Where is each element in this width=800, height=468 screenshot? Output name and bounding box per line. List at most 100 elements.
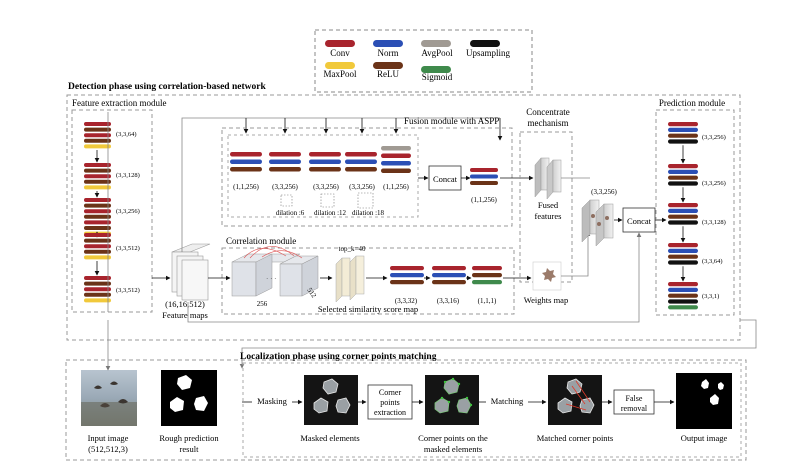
detection-phase-frame bbox=[66, 94, 741, 341]
masking-label: Masking bbox=[257, 396, 288, 406]
corr-conv-1-norm-1 bbox=[390, 273, 424, 278]
fe-block-1-relu-1 bbox=[84, 127, 111, 132]
similarity-caption: Selected similarity score map bbox=[318, 304, 418, 314]
matched-lines bbox=[565, 380, 591, 411]
prediction-blocks bbox=[668, 122, 698, 310]
fusion-branch-1-norm-1 bbox=[230, 159, 262, 164]
fusion-rail bbox=[181, 117, 500, 252]
fe-block-4-conv-2 bbox=[84, 244, 111, 249]
fusion-out-size: (1,1,256) bbox=[471, 196, 497, 204]
fusion-branch-5-relu-3 bbox=[381, 168, 411, 173]
matching-label: Matching bbox=[491, 396, 524, 406]
fusion-branch-4-conv-0 bbox=[345, 152, 377, 157]
fused-features-line1: Fused bbox=[538, 200, 559, 210]
fusion-branch-size-2: (3,3,256) bbox=[272, 183, 298, 191]
fe-block-3-conv-2 bbox=[84, 209, 111, 214]
fusion-output-block bbox=[470, 168, 498, 185]
fe-block-5-relu-1 bbox=[84, 281, 111, 286]
fusion-inner-frame bbox=[227, 134, 419, 218]
masked-elements-shapes bbox=[313, 378, 351, 414]
skip-connection bbox=[187, 232, 642, 323]
false-line2: removal bbox=[621, 404, 648, 413]
pred-block-1-conv-0 bbox=[668, 122, 698, 127]
corner-box-line1: Corner bbox=[379, 388, 402, 397]
pred-block-3-conv-0 bbox=[668, 203, 698, 208]
fe-block-3-conv-4 bbox=[84, 220, 111, 225]
pred-block-2-upsampling-3 bbox=[668, 181, 698, 186]
fusion-branch-size-3: (3,3,256) bbox=[313, 183, 339, 191]
fe-block-3-relu-5 bbox=[84, 226, 111, 230]
fusion-branch-size-1: (1,1,256) bbox=[233, 183, 259, 191]
corr-size-3: (1,1,1) bbox=[478, 297, 497, 305]
localization-inner-frame bbox=[242, 362, 742, 458]
input-label-line1: Input image bbox=[88, 433, 129, 443]
pred-block-5-sigmoid-4 bbox=[668, 305, 698, 310]
fe-size-3: (3,3,256) bbox=[116, 208, 140, 215]
fusion-branch-3-relu-2 bbox=[309, 167, 341, 172]
corr-conv-1-conv-0 bbox=[390, 266, 424, 271]
corr-size-2: (3,3,16) bbox=[437, 297, 460, 305]
fe-size-5: (3,3,512) bbox=[116, 287, 140, 294]
pred-block-1-upsampling-3 bbox=[668, 139, 698, 144]
legend-swatch-norm bbox=[373, 40, 403, 47]
fe-size-2: (3,3,128) bbox=[116, 172, 140, 179]
correlation-volume: · · · bbox=[231, 246, 319, 297]
pred-size-1: (3,3,256) bbox=[702, 134, 726, 141]
fe-size-4: (3,3,512) bbox=[116, 245, 140, 252]
correlation-frame bbox=[221, 247, 515, 315]
fe-block-1-conv-0 bbox=[84, 122, 111, 126]
legend-swatch-upsampling bbox=[470, 40, 500, 47]
fe-block-5-maxpool-4 bbox=[84, 298, 111, 303]
fusion-branch-3-conv-0 bbox=[309, 152, 341, 157]
weights-map-blob bbox=[542, 268, 556, 282]
fusion-branch-5-avgpool-0 bbox=[381, 146, 411, 151]
pred-block-4-norm-1 bbox=[668, 248, 698, 253]
similarity-score-slabs bbox=[335, 255, 365, 303]
localization-frame bbox=[65, 359, 747, 461]
fused-features-slabs bbox=[534, 157, 562, 200]
corr-conv-2-relu-2 bbox=[432, 280, 466, 285]
fusion-branch-size-4: (3,3,256) bbox=[349, 183, 375, 191]
fe-block-2-maxpool-4 bbox=[84, 185, 111, 190]
correlation-title: Correlation module bbox=[226, 236, 296, 246]
pred-block-3-relu-2 bbox=[668, 214, 698, 219]
detection-to-localization bbox=[239, 319, 757, 369]
fe-block-3-relu-3 bbox=[84, 214, 111, 219]
corr-conv-2-norm-1 bbox=[432, 273, 466, 278]
weighted-feature-slabs bbox=[581, 199, 614, 247]
fusion-branch-2-norm-1 bbox=[269, 159, 301, 164]
legend-swatch-avgpool bbox=[421, 40, 451, 47]
input-image bbox=[81, 370, 137, 426]
pred-size-2: (3,3,256) bbox=[702, 180, 726, 187]
fusion-branch-1-relu-2 bbox=[230, 167, 262, 172]
pred-block-4-relu-2 bbox=[668, 254, 698, 259]
feature-size-labels: (3,3,64) (3,3,128) (3,3,256) (3,3,512) (… bbox=[116, 131, 140, 294]
feature-maps-label: Feature maps bbox=[162, 310, 208, 320]
fusion-branch-2-conv-0 bbox=[269, 152, 301, 157]
fe-block-4-conv-0 bbox=[84, 233, 111, 237]
topk-label: top_k=40 bbox=[339, 245, 366, 253]
fusion-out-norm-1 bbox=[470, 174, 498, 179]
fusion-branch-1-conv-0 bbox=[230, 152, 262, 157]
pred-block-3-norm-1 bbox=[668, 208, 698, 213]
output-shapes bbox=[701, 379, 724, 405]
fused-features-line2: features bbox=[535, 211, 562, 221]
pred-block-5-relu-2 bbox=[668, 293, 698, 298]
rough-label-line1: Rough prediction bbox=[159, 433, 219, 443]
corner-label-line1: Corner points on the bbox=[418, 433, 488, 443]
pred-block-2-norm-1 bbox=[668, 169, 698, 174]
pred-block-2-relu-2 bbox=[668, 175, 698, 180]
corr-conv-3-conv-0 bbox=[472, 266, 502, 271]
corr-conv-3-relu-1 bbox=[472, 273, 502, 278]
corr-dim-256: 256 bbox=[257, 300, 268, 308]
fusion-labels: (1,1,256) (3,3,256) (3,3,256) (3,3,256) … bbox=[233, 183, 409, 217]
pred-block-5-norm-1 bbox=[668, 287, 698, 292]
corner-points-dots bbox=[440, 377, 473, 407]
legend-label-avgpool: AvgPool bbox=[421, 48, 453, 58]
localization-title: Localization phase using corner points m… bbox=[240, 352, 437, 362]
weights-to-merge bbox=[561, 231, 591, 277]
output-label: Output image bbox=[681, 433, 728, 443]
pred-size-3: (3,3,128) bbox=[702, 219, 726, 226]
